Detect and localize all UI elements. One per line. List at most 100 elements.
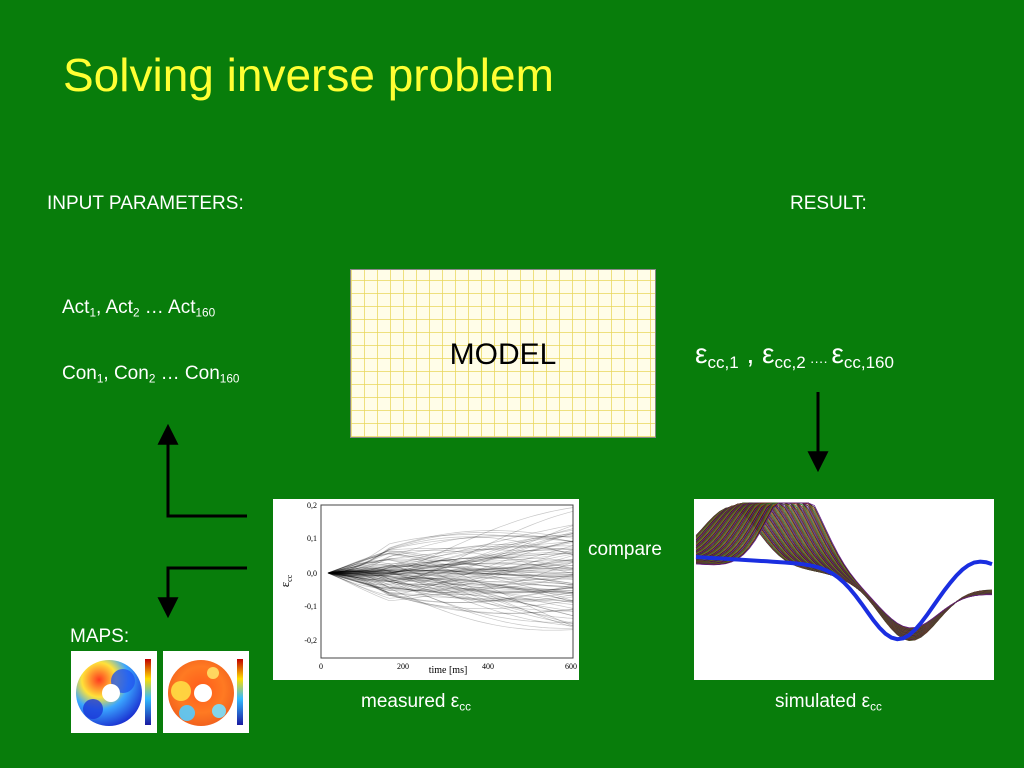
measured-curve [327, 552, 574, 589]
measured-curve [327, 572, 574, 593]
measured-curve [327, 536, 574, 574]
measured-curve [327, 528, 574, 582]
measured-curve [327, 572, 574, 594]
measured-curve [327, 552, 574, 575]
measured-curve [327, 572, 574, 603]
x-axis-label: time [ms] [429, 665, 468, 676]
measured-curve [327, 557, 574, 574]
measured-curve [327, 570, 573, 577]
measured-curve [327, 571, 574, 631]
measured-curve [327, 571, 574, 609]
measured-curve [327, 541, 574, 574]
measured-curve [327, 572, 574, 594]
measured-curve [327, 564, 574, 624]
measured-curve [327, 532, 574, 576]
measured-curve [327, 572, 574, 588]
measured-curve [327, 525, 574, 589]
simulated-highlight-curve [695, 555, 993, 642]
con-parameters: Con1, Con2 … Con160 [62, 363, 240, 386]
measured-curve [327, 568, 574, 629]
measured-curve [327, 524, 574, 575]
measured-strain-plot: 0,2 0,1 0,0 -0,1 -0,2 0 200 400 600 time… [273, 499, 579, 680]
measured-curve [327, 572, 574, 605]
measured-curve [327, 571, 574, 617]
measured-curve [327, 565, 574, 586]
measured-curve [327, 570, 574, 602]
measured-curve [327, 546, 574, 574]
map-center-hole [102, 684, 120, 702]
measured-curve [327, 561, 574, 593]
maps-label: MAPS: [70, 626, 130, 647]
measured-curve [327, 570, 574, 602]
xtick-label: 600 [565, 662, 577, 671]
map-region [171, 681, 191, 701]
measured-curve [328, 572, 573, 575]
measured-curve [327, 572, 574, 603]
measured-curve [327, 559, 574, 574]
measured-curve [327, 569, 574, 617]
ytick-label: 0,0 [307, 569, 317, 578]
measured-curve [327, 567, 574, 625]
measured-curve [327, 566, 574, 627]
ytick-label: 0,2 [307, 501, 317, 510]
xtick-label: 200 [397, 662, 409, 671]
measured-caption: measured εcc [361, 691, 472, 714]
measured-curve [328, 572, 574, 612]
xtick-label: 400 [482, 662, 494, 671]
measured-curve [327, 563, 574, 584]
measured-curve [327, 568, 574, 578]
measured-curve [327, 510, 574, 589]
compare-label: compare [588, 539, 662, 560]
measured-curve [327, 570, 574, 583]
measured-curve [327, 553, 573, 576]
measured-curve [327, 571, 574, 602]
measured-curve [328, 570, 574, 575]
conductivity-map-svg [168, 659, 243, 726]
measured-curve [327, 570, 574, 591]
result-heading: RESULT: [790, 193, 867, 214]
measured-curve [328, 560, 574, 574]
input-parameters-heading: INPUT PARAMETERS: [47, 193, 244, 214]
measured-curve [327, 572, 574, 590]
measured-plot-svg: 0,2 0,1 0,0 -0,1 -0,2 0 200 400 600 time… [277, 501, 577, 676]
act-parameters: Act1, Act2 … Act160 [62, 297, 216, 320]
measured-curve [327, 567, 574, 580]
measured-curve [327, 548, 574, 574]
measured-curve [327, 545, 574, 574]
measured-curve [327, 572, 574, 588]
measured-curve [327, 533, 574, 578]
measured-curve [327, 569, 574, 595]
simulated-plot-svg [695, 502, 993, 642]
measured-curve [327, 559, 574, 574]
measured-curve [327, 561, 574, 574]
model-box: MODEL [350, 269, 656, 438]
measured-curve [327, 530, 574, 574]
measured-curve [327, 550, 574, 574]
ytick-label: -0,2 [304, 636, 317, 645]
measured-curve [327, 562, 574, 576]
measured-curve [327, 565, 574, 574]
measured-curve [327, 534, 574, 574]
activation-map [71, 651, 157, 733]
ytick-label: 0,1 [307, 534, 317, 543]
measured-curve [327, 572, 574, 593]
measured-curve [327, 572, 574, 595]
map-region [207, 667, 219, 679]
measured-curve [327, 572, 574, 604]
measured-curve [327, 563, 574, 574]
measured-curve [327, 572, 574, 601]
simulated-caption: simulated εcc [775, 691, 882, 714]
simulated-curve [695, 502, 992, 629]
measured-curve [327, 550, 574, 580]
measured-curve [327, 534, 574, 574]
feedback-arrow-up [157, 423, 247, 518]
result-strains: εcc,1 , εcc,2 …. εcc,160 [695, 338, 894, 372]
simulated-curves [695, 502, 993, 642]
map-region [179, 705, 195, 721]
measured-curve [327, 569, 573, 577]
measured-curve [327, 558, 574, 574]
measured-curve [327, 507, 574, 581]
measured-curve [327, 570, 574, 593]
measured-curve [327, 567, 573, 582]
